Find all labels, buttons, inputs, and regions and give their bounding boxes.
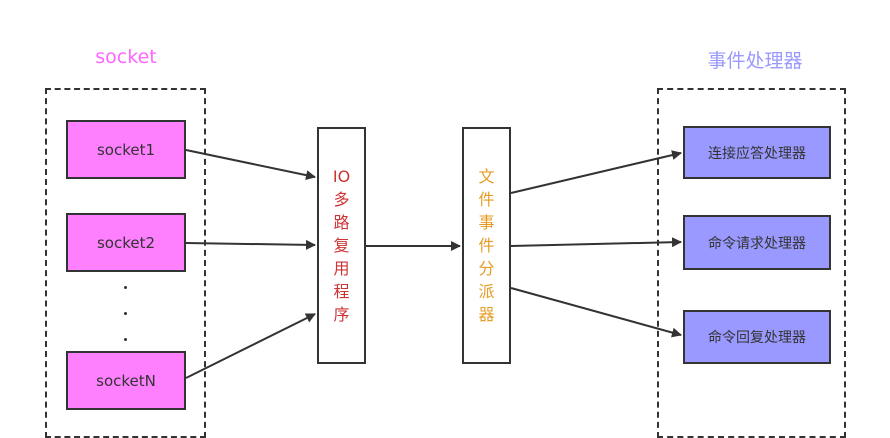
io-multiplexer-box: IO多路复用程序: [317, 127, 366, 364]
ellipsis-dot-2: [124, 312, 127, 315]
socket-box-n: socketN: [66, 351, 186, 410]
arrow-socket2-to-io: [185, 239, 316, 250]
file-event-dispatcher-box: 文件事件分派器: [462, 127, 511, 364]
arrow-socket1-to-io: [185, 149, 316, 181]
socket-label-1: socket1: [96, 140, 156, 159]
arrow-dispatcher-to-reply: [510, 287, 682, 338]
ellipsis-dot-1: [124, 286, 127, 289]
handler-label-accept: 连接应答处理器: [708, 145, 806, 162]
handler-label-request: 命令请求处理器: [708, 235, 806, 252]
socket-group-title: socket: [95, 46, 157, 68]
arrow-dispatcher-to-request: [510, 237, 682, 248]
handler-box-accept: 连接应答处理器: [683, 126, 831, 179]
handler-label-reply: 命令回复处理器: [708, 330, 806, 346]
file-event-dispatcher-label: 文件事件分派器: [478, 167, 495, 324]
handler-group-title: 事件处理器: [707, 50, 803, 72]
socket-box-2: socket2: [66, 213, 186, 272]
ellipsis-dot-3: [124, 338, 127, 341]
io-multiplexer-label: IO多路复用程序: [332, 167, 351, 324]
arrow-socketn-to-io: [185, 313, 316, 379]
connector-arrows: [185, 149, 682, 379]
handler-box-reply: 命令回复处理器: [683, 310, 831, 364]
handler-box-request: 命令请求处理器: [683, 215, 831, 270]
arrow-dispatcher-to-accept: [510, 150, 682, 194]
socket-label-2: socket2: [96, 233, 156, 252]
socket-box-1: socket1: [66, 120, 186, 179]
socket-label-n: socketN: [96, 371, 156, 390]
